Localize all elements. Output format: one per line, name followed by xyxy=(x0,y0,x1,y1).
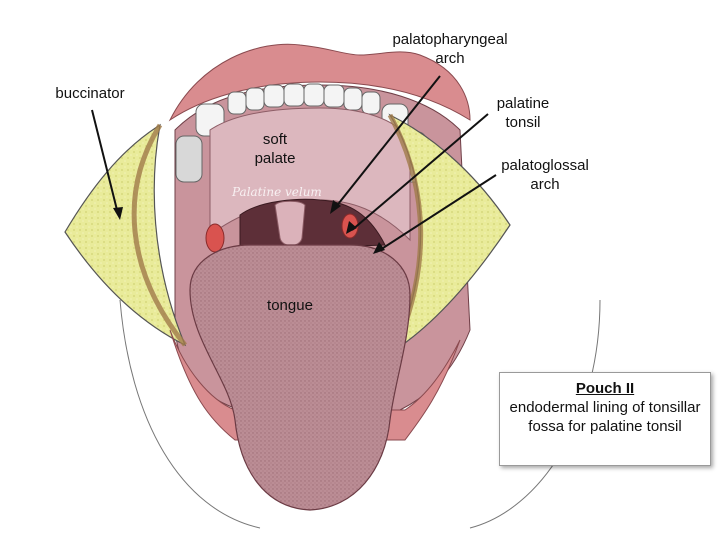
callout-body: endodermal lining of tonsillar fossa for… xyxy=(509,399,701,435)
label-palatine-tonsil: palatine tonsil xyxy=(478,94,568,132)
label-buccinator: buccinator xyxy=(40,84,140,103)
palatine-velum-inscription: Palatine velum xyxy=(231,185,322,199)
label-soft-palate-line2: palate xyxy=(254,150,296,167)
label-soft-palate-line1: soft xyxy=(262,131,288,148)
label-palatopharyngeal-line1: palatopharyngeal xyxy=(392,31,508,48)
buccinator-left xyxy=(64,123,187,347)
palatine-tonsil-left xyxy=(205,223,225,253)
arrow-palatine-tonsil xyxy=(351,113,489,231)
arrow-palatopharyngeal xyxy=(334,75,441,209)
label-palatine-tonsil-line1: palatine xyxy=(496,95,550,112)
uvula xyxy=(274,200,306,246)
label-palatopharyngeal-line2: arch xyxy=(435,50,465,67)
arrow-palatoglossal xyxy=(379,174,497,251)
label-tongue-text: tongue xyxy=(267,297,313,314)
pouch-callout-box: Pouch II endodermal lining of tonsillar … xyxy=(499,372,711,466)
arrow-heads xyxy=(113,200,385,254)
callout-title: Pouch II xyxy=(575,380,635,397)
label-soft-palate: soft palate xyxy=(240,130,310,168)
buccinator-left-muscle xyxy=(131,123,187,347)
label-tongue: tongue xyxy=(250,296,330,315)
tongue-shape xyxy=(189,244,411,511)
label-palatoglossal-arch: palatoglossal arch xyxy=(490,156,600,194)
label-palatoglossal-line1: palatoglossal xyxy=(501,157,589,174)
label-buccinator-text: buccinator xyxy=(55,85,125,102)
arrow-buccinator xyxy=(91,109,119,215)
label-palatopharyngeal-arch: palatopharyngeal arch xyxy=(360,30,540,68)
pointer-arrows xyxy=(91,75,497,251)
label-palatoglossal-line2: arch xyxy=(530,176,560,193)
label-palatine-tonsil-line2: tonsil xyxy=(505,114,541,131)
upper-lip xyxy=(168,43,471,122)
